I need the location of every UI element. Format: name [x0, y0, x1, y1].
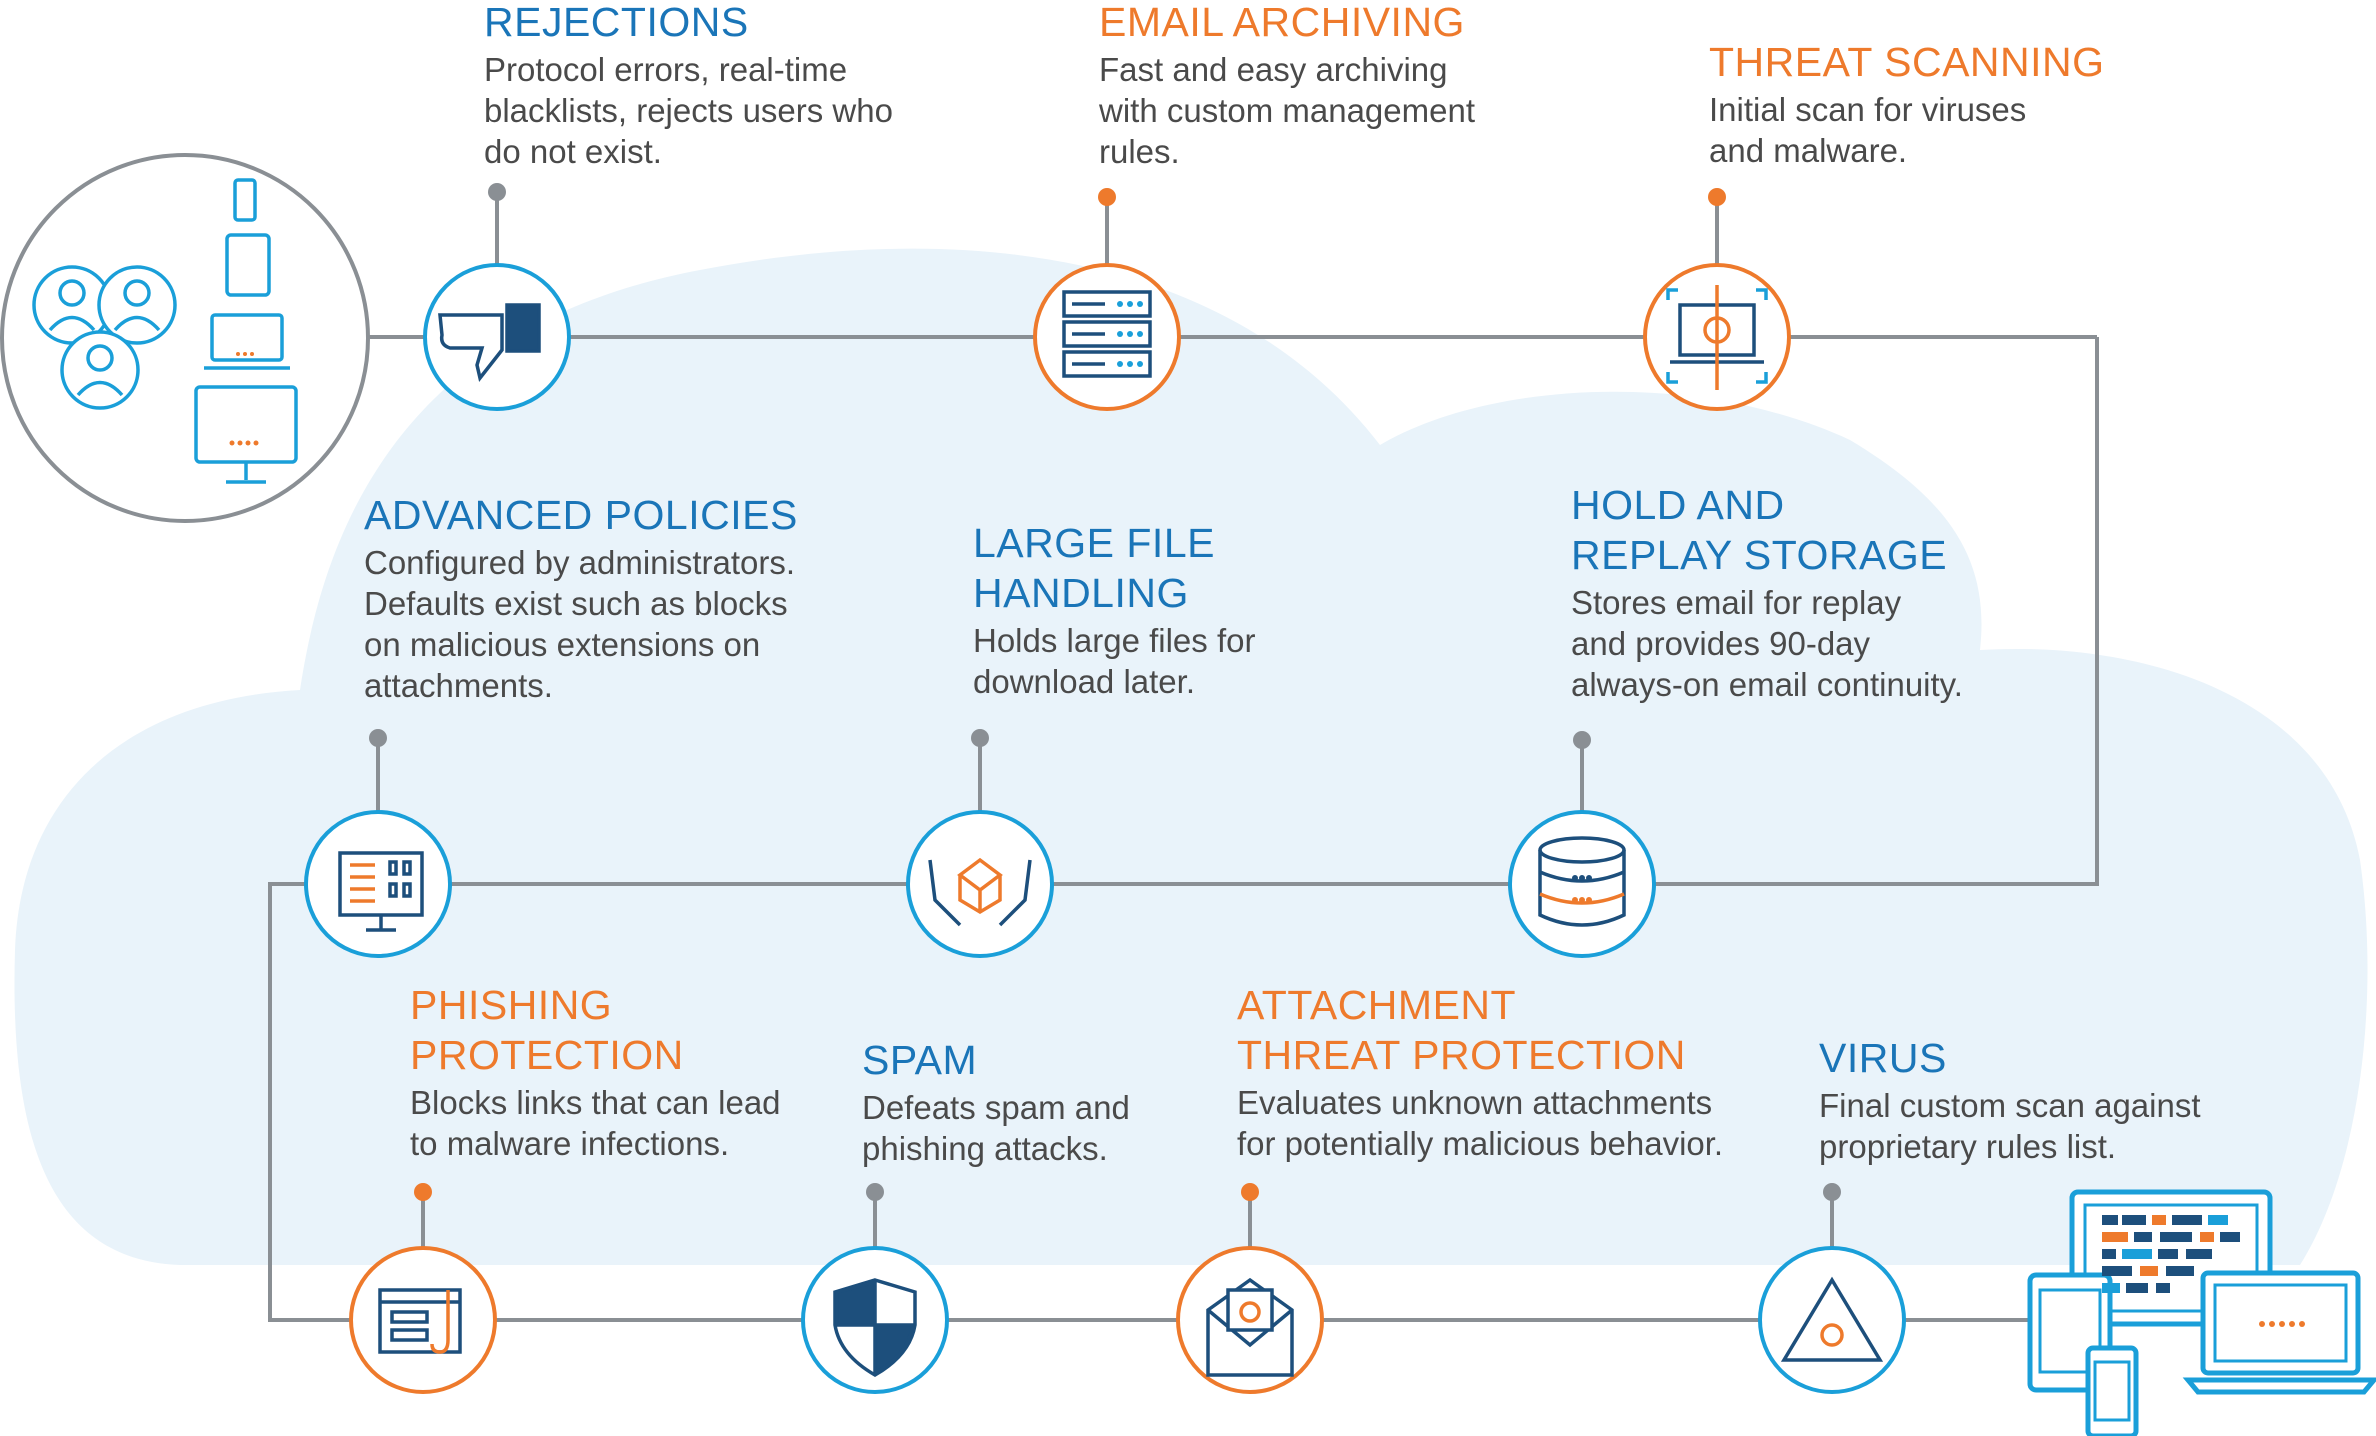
phishing-hook-icon [378, 1288, 462, 1354]
thumbs-down-icon [438, 303, 541, 382]
node-large-file-handling [906, 810, 1054, 958]
node-attachment-threat-protection [1176, 1246, 1324, 1394]
cloud-background [14, 248, 2368, 1266]
step-title: THREAT SCANNING [1709, 39, 2105, 85]
hands-box-icon [928, 857, 1032, 927]
step-title: EMAIL ARCHIVING [1099, 0, 1465, 45]
node-advanced-policies [304, 810, 452, 958]
node-spam [801, 1246, 949, 1394]
node-phishing-protection [349, 1246, 497, 1394]
node-virus [1758, 1246, 1906, 1394]
end-devices-icon [2027, 1189, 2376, 1436]
qr-pattern-icon [2102, 1215, 2240, 1293]
step-description: Configured by administrators.Defaults ex… [364, 544, 796, 704]
step-title: SPAM [862, 1037, 978, 1083]
node-rejections [423, 263, 571, 411]
step-title: REJECTIONS [484, 0, 749, 45]
server-rack-icon [1062, 290, 1152, 378]
step-advanced-policies: ADVANCED POLICIES Configured by administ… [364, 490, 798, 706]
users-devices-icon [0, 153, 370, 523]
bug-scan-laptop-icon [1666, 285, 1768, 390]
stem-dots [369, 183, 1841, 1201]
shield-icon [833, 1278, 917, 1378]
node-hold-and-replay [1508, 810, 1656, 958]
step-title: VIRUS [1819, 1035, 1947, 1081]
node-threat-scanning [1643, 263, 1791, 411]
step-threat-scanning: THREAT SCANNING Initial scan for viruses… [1709, 37, 2105, 171]
laptop-dots [2259, 1321, 2305, 1327]
policy-monitor-icon [338, 851, 424, 932]
envelope-bug-icon [1206, 1277, 1294, 1377]
step-title: ADVANCED POLICIES [364, 492, 798, 538]
node-email-archiving [1033, 263, 1181, 411]
warning-bug-icon [1780, 1276, 1884, 1362]
